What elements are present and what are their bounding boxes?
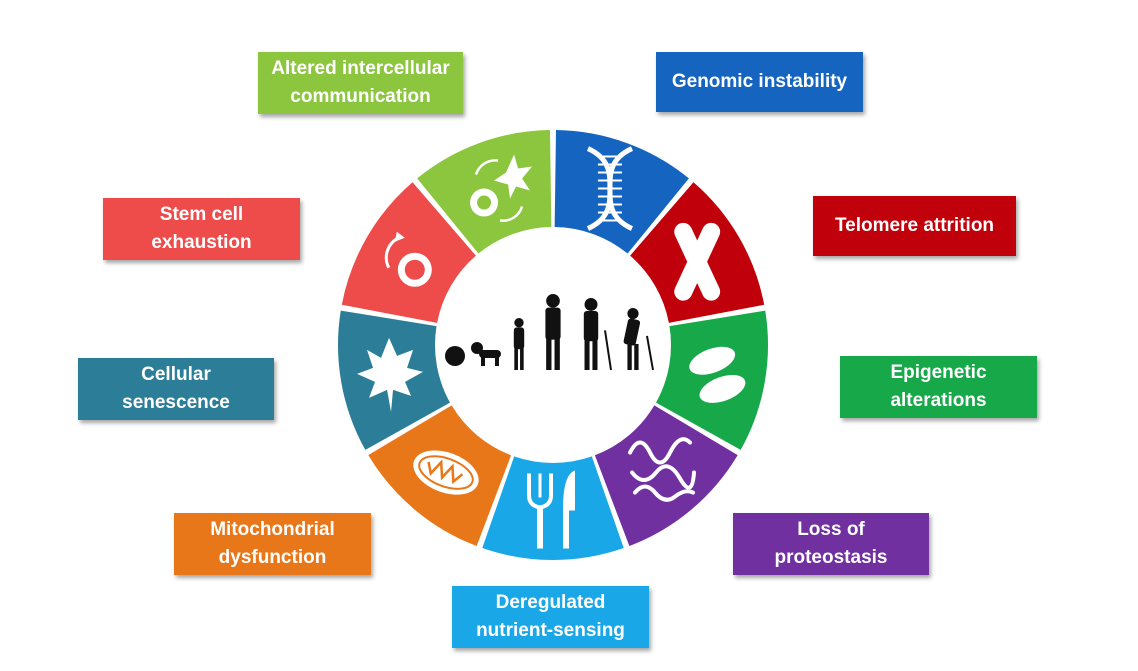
segment-epigenetic-alterations [656, 310, 768, 450]
chromosome-icon [674, 222, 721, 301]
label-line: exhaustion [151, 232, 252, 253]
segment-deregulated-nutrient-sensing [482, 456, 624, 560]
label-line: Loss of [797, 519, 865, 540]
label-line: Stem cell [159, 204, 244, 225]
label-line: Altered intercellular [271, 58, 450, 79]
label-genomic-instability: Genomic instability [656, 52, 863, 112]
label-line: proteostasis [774, 547, 888, 568]
label-line: Cellular [141, 364, 211, 385]
label-deregulated-nutrient-sensing: Deregulated nutrient-sensing [452, 586, 649, 648]
label-line: Genomic instability [671, 71, 848, 92]
label-line: Telomere attrition [834, 215, 995, 236]
leaf-icon [357, 337, 424, 412]
protein-icon [628, 437, 697, 502]
segment-loss-of-proteostasis [594, 405, 738, 546]
segment-stem-cell-exhaustion [341, 182, 476, 323]
label-line: Epigenetic [890, 362, 987, 383]
label-cellular-senescence: Cellular senescence [78, 358, 274, 420]
nucleosome-icon [689, 346, 746, 403]
label-mitochondrial-dysfunction: Mitochondrial dysfunction [174, 513, 371, 575]
label-epigenetic-alterations: Epigenetic alterations [840, 356, 1037, 418]
label-loss-of-proteostasis: Loss of proteostasis [733, 513, 929, 575]
label-line: communication [290, 86, 431, 107]
label-line: Mitochondrial [210, 519, 335, 540]
human-aging-silhouettes-icon [445, 294, 654, 371]
label-line: Deregulated [495, 592, 606, 613]
label-line: alterations [890, 390, 987, 411]
label-telomere-attrition: Telomere attrition [813, 196, 1016, 256]
stem-cell-icon [384, 231, 432, 287]
label-line: senescence [122, 392, 230, 413]
fork-knife-icon [527, 470, 575, 549]
segment-genomic-instability [554, 130, 689, 254]
mitochondrion-icon [413, 450, 479, 495]
dna-icon [586, 146, 634, 231]
label-altered-intercellular-communication: Altered intercellular communication [258, 52, 463, 114]
label-line: dysfunction [218, 547, 327, 568]
cell-communication-icon [470, 154, 533, 222]
label-line: nutrient-sensing [476, 620, 625, 641]
label-stem-cell-exhaustion: Stem cell exhaustion [103, 198, 300, 260]
